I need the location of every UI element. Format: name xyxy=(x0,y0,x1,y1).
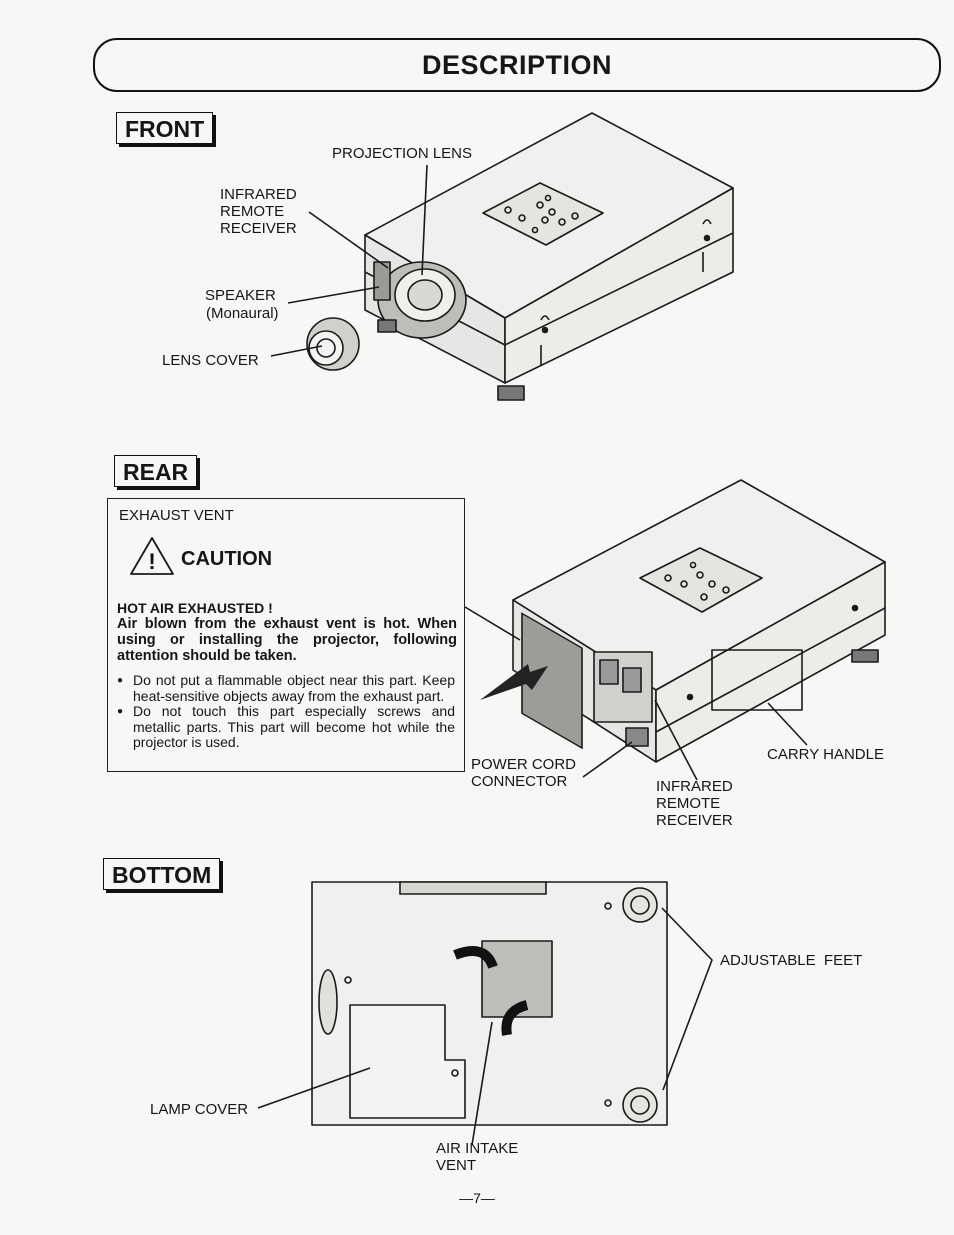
label-power-cord-connector: POWER CORD CONNECTOR xyxy=(471,756,576,790)
label-lamp-cover: LAMP COVER xyxy=(150,1101,249,1118)
label-rear-infrared-remote-receiver: INFRARED REMOTE RECEIVER xyxy=(656,778,733,829)
caution-heading: CAUTION xyxy=(181,548,273,570)
section-label-rear: REAR xyxy=(114,455,198,487)
front-projector-illustration xyxy=(306,112,734,401)
caution-bullets: Do not put a flammable object near this … xyxy=(117,672,455,751)
caution-hot-body: Air blown from the exhaust vent is hot. … xyxy=(117,616,457,664)
caution-bullet: Do not put a flammable object near this … xyxy=(117,672,455,704)
label-speaker: SPEAKER xyxy=(205,287,276,304)
caution-box xyxy=(107,498,465,772)
label-adjustable-feet: ADJUSTABLE FEET xyxy=(720,952,863,969)
label-lens-cover: LENS COVER xyxy=(162,352,259,369)
label-carry-handle: CARRY HANDLE xyxy=(767,746,884,763)
caution-hot-title: HOT AIR EXHAUSTED ! xyxy=(117,600,273,616)
label-speaker-note: (Monaural) xyxy=(206,305,279,322)
warning-triangle-icon xyxy=(130,537,174,575)
label-projection-lens: PROJECTION LENS xyxy=(332,145,473,162)
rear-projector-illustration xyxy=(512,479,886,763)
title-frame xyxy=(93,38,941,92)
section-label-bottom: BOTTOM xyxy=(103,858,221,890)
label-air-intake-vent: AIR INTAKE VENT xyxy=(436,1140,519,1174)
svg-text:!: ! xyxy=(148,549,155,574)
bottom-view-illustration xyxy=(311,881,668,1126)
page-title: DESCRIPTION xyxy=(421,50,613,80)
section-label-front: FRONT xyxy=(116,112,214,144)
label-front-infrared-remote-receiver: INFRARED REMOTE RECEIVER xyxy=(220,186,297,237)
label-exhaust-vent: EXHAUST VENT xyxy=(119,507,234,524)
caution-bullet: Do not touch this part especially screws… xyxy=(117,703,455,751)
page-number: —7— xyxy=(459,1190,495,1206)
